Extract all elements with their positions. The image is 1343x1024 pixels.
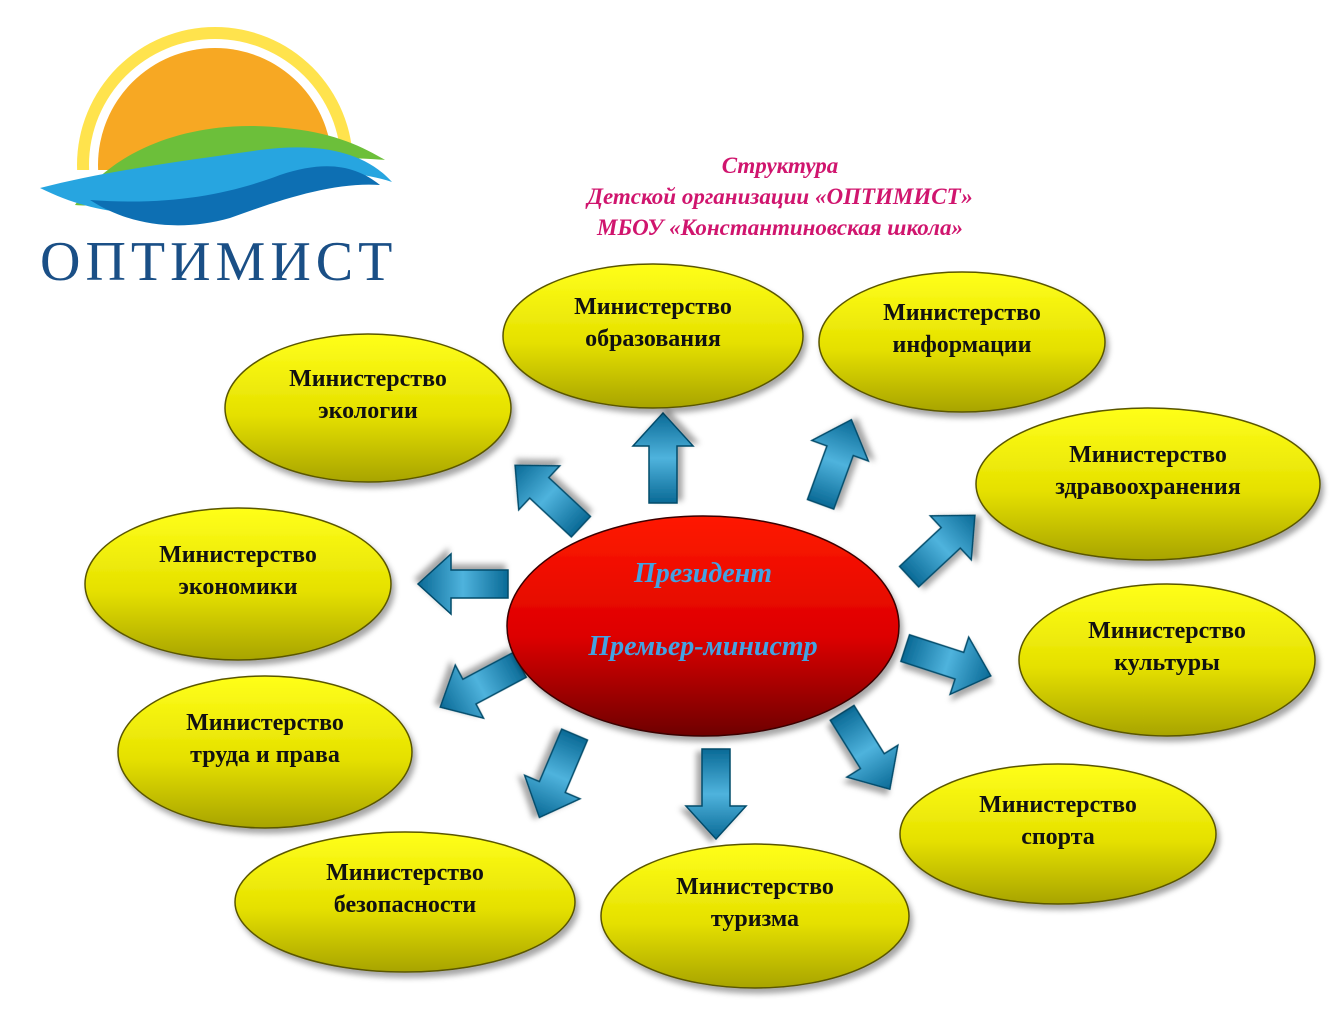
ministry-title: Министерство: [1069, 442, 1227, 468]
logo-text: ОПТИМИСТ: [40, 231, 398, 293]
ministry-name: здравоохранения: [1055, 474, 1240, 500]
arrow-icon: [416, 552, 509, 616]
sun-wave-logo-icon: [30, 27, 410, 303]
arrows-group: [416, 411, 992, 841]
ministry-ellipse: [502, 263, 804, 409]
ministry-ellipse: [975, 407, 1321, 561]
ministry-education: Министерство образования: [502, 263, 804, 409]
ministry-ellipse: [234, 831, 576, 973]
ministry-ellipse: [1018, 583, 1316, 737]
ministry-ellipse: [224, 333, 512, 483]
ministry-economy: Министерство экономики: [84, 507, 392, 661]
ministry-title: Министерство: [676, 874, 834, 900]
president-label: Президент: [633, 558, 772, 589]
title-line-1: Структура: [721, 153, 839, 178]
wave-icon: [40, 147, 392, 214]
president-node: Президент Премьер-министр: [506, 515, 900, 737]
ministry-ellipse: [600, 843, 910, 989]
diagram-title: Структура Детской организации «ОПТИМИСТ»…: [480, 150, 1080, 243]
ministry-title: Министерство: [326, 860, 484, 886]
ministry-name: туризма: [711, 906, 799, 932]
ministry-name: образования: [585, 326, 721, 352]
arrow-icon: [899, 633, 992, 696]
ministry-culture: Министерство культуры: [1018, 583, 1316, 737]
ministry-title: Министерство: [979, 792, 1137, 818]
ministry-information: Министерство информации: [818, 271, 1106, 413]
arrow-icon: [631, 411, 695, 504]
ministry-title: Министерство: [159, 542, 317, 568]
ministry-sport: Министерство спорта: [899, 763, 1217, 905]
prime-minister-label: Премьер-министр: [587, 631, 817, 662]
arrow-icon: [439, 651, 528, 720]
wave-dark-icon: [90, 166, 380, 226]
ministry-name: экологии: [318, 398, 418, 424]
arrow-icon: [523, 728, 589, 819]
optimist-logo: [30, 20, 410, 310]
ministry-tourism: Министерство туризма: [600, 843, 910, 989]
ministry-labor-law: Министерство труда и права: [117, 675, 413, 829]
ministry-ellipse: [117, 675, 413, 829]
ministry-name: информации: [893, 332, 1032, 358]
ministry-ellipse: [899, 763, 1217, 905]
ministries-group: МинистерствообразованияМинистерствоинфор…: [84, 263, 1321, 989]
ministry-ellipse: [818, 271, 1106, 413]
ministry-title: Министерство: [574, 294, 732, 320]
title-line-2: Детской организации «ОПТИМИСТ»: [587, 184, 973, 209]
ministry-title: Министерство: [883, 300, 1041, 326]
arrow-icon: [514, 464, 592, 538]
ministry-name: спорта: [1021, 824, 1095, 850]
arrow-icon: [806, 418, 870, 511]
ministry-title: Министерство: [1088, 618, 1246, 644]
arrow-icon: [829, 704, 899, 791]
title-line-3: МБОУ «Константиновская школа»: [597, 215, 963, 240]
ministry-title: Министерство: [186, 710, 344, 736]
ministry-health: Министерство здравоохранения: [975, 407, 1321, 561]
ministry-title: Министерство: [289, 366, 447, 392]
arrow-icon: [684, 748, 748, 841]
ministry-ellipse: [84, 507, 392, 661]
ministry-name: труда и права: [190, 742, 340, 768]
arrow-icon: [898, 514, 976, 588]
ministry-name: экономики: [178, 574, 297, 600]
ministry-ecology: Министерство экологии: [224, 333, 512, 483]
ministry-name: безопасности: [334, 892, 477, 918]
ministry-name: культуры: [1114, 650, 1220, 676]
ministry-security: Министерство безопасности: [234, 831, 576, 973]
